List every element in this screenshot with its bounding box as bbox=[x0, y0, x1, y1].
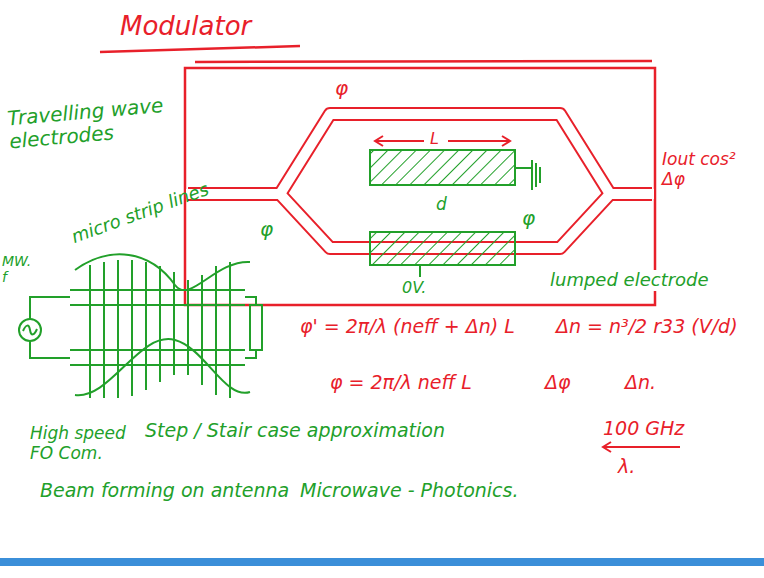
equation: φ = 2π/λ neff L bbox=[330, 372, 472, 394]
title-underline bbox=[195, 61, 652, 62]
phase-symbol: φ bbox=[522, 207, 535, 230]
progress-bar bbox=[0, 558, 764, 566]
note: Travelling wave electrodes bbox=[6, 93, 181, 154]
voltage-label: 0V. bbox=[402, 279, 426, 297]
symbol: Δφ bbox=[545, 372, 571, 394]
symbol: Δn. bbox=[625, 372, 656, 394]
note: micro strip lines bbox=[69, 179, 212, 248]
length-arrow bbox=[375, 136, 510, 146]
note: High speed FO Com. bbox=[30, 424, 135, 463]
note: Beam forming on antenna bbox=[40, 480, 289, 502]
mach-zehnder-waveguide bbox=[186, 114, 654, 248]
title-underline bbox=[100, 46, 300, 52]
equation: φ' = 2π/λ (neff + Δn) L bbox=[300, 316, 515, 338]
phase-symbol: φ bbox=[335, 77, 348, 100]
dimension-label: d bbox=[436, 195, 447, 215]
note: Step / Stair case approximation bbox=[145, 420, 445, 442]
slide-title: Modulator bbox=[120, 12, 251, 42]
frequency-label: 100 GHz bbox=[603, 418, 684, 440]
phase-symbol: φ bbox=[260, 218, 273, 241]
electrode bbox=[370, 232, 515, 265]
output-label: Iout cos² Δφ bbox=[662, 150, 758, 189]
note: Microwave - Photonics. bbox=[300, 480, 519, 502]
part-label: lumped electrode bbox=[548, 270, 711, 291]
dimension-label: L bbox=[430, 130, 439, 148]
source-label: MW. f bbox=[2, 253, 38, 285]
ground-symbol bbox=[515, 160, 540, 190]
equation: Δn = n³/2 r33 (V/d) bbox=[556, 316, 756, 338]
voltage-lead bbox=[419, 265, 421, 277]
symbol: λ. bbox=[618, 456, 635, 478]
travelling-wave-sketch bbox=[19, 254, 262, 398]
electrode bbox=[370, 150, 515, 185]
underline-arrow bbox=[603, 442, 680, 452]
